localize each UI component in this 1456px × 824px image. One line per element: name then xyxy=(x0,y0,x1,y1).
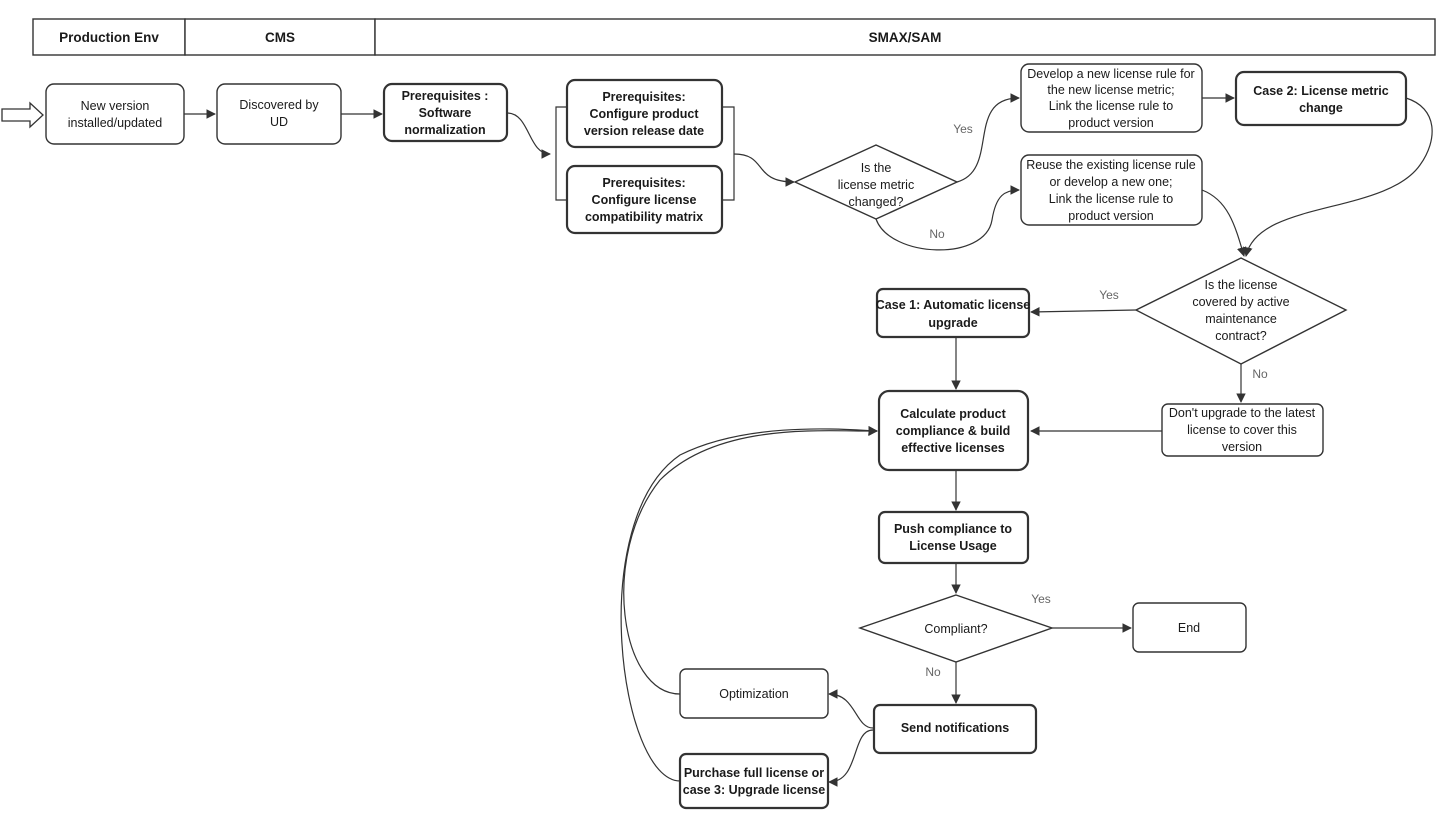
node-prereq-matrix-line2: Configure license xyxy=(592,193,697,207)
node-prereq-normalization: Prerequisites : Software normalization xyxy=(382,82,509,143)
node-prereq-normalization-line2: Software xyxy=(419,106,472,120)
node-prereq-normalization-line1: Prerequisites : xyxy=(402,89,489,103)
label-metric-no: No xyxy=(929,227,945,241)
node-develop-new-rule: Develop a new license rule for the new l… xyxy=(1020,63,1203,133)
label-covered-no: No xyxy=(1252,367,1268,381)
lane-production-env-label: Production Env xyxy=(59,30,159,45)
edge-normalization-to-prereqs xyxy=(506,112,551,159)
bracket-left xyxy=(555,106,566,201)
node-optimization-line1: Optimization xyxy=(719,687,789,701)
bracket-right xyxy=(722,106,735,201)
node-prereq-release-date: Prerequisites: Configure product version… xyxy=(565,78,724,149)
node-calculate-line3: effective licenses xyxy=(901,441,1005,455)
node-reuse-line2: or develop a new one; xyxy=(1049,175,1172,189)
node-push-line1: Push compliance to xyxy=(894,522,1012,536)
node-dont-upgrade: Don't upgrade to the latest license to c… xyxy=(1161,403,1324,457)
node-purchase-line2: case 3: Upgrade license xyxy=(683,783,825,797)
node-dont-upgrade-line3: version xyxy=(1222,440,1262,454)
node-calculate: Calculate product compliance & build eff… xyxy=(877,389,1030,472)
lane-header: Production Env CMS SMAX/SAM xyxy=(32,18,1436,56)
node-calculate-line2: compliance & build xyxy=(896,424,1011,438)
edge-notify-to-purchase xyxy=(828,729,874,787)
node-reuse-line4: product version xyxy=(1068,209,1154,223)
edge-reuse-to-covered xyxy=(1201,189,1247,257)
node-develop-line1: Develop a new license rule for xyxy=(1027,67,1194,81)
lane-smax-sam-label: SMAX/SAM xyxy=(869,30,942,45)
node-reuse-line1: Reuse the existing license rule xyxy=(1026,158,1196,172)
label-compliant-yes: Yes xyxy=(1031,592,1051,606)
node-discovered-line1: Discovered by xyxy=(239,98,319,112)
decision-metric-changed: Is the license metric changed? xyxy=(793,144,959,220)
node-optimization: Optimization xyxy=(679,668,829,719)
edges xyxy=(184,93,1433,787)
start-arrow-icon xyxy=(1,101,44,129)
decision-covered-line2: covered by active xyxy=(1192,295,1289,309)
node-send-notifications: Send notifications xyxy=(872,703,1038,755)
node-reuse-rule: Reuse the existing license rule or devel… xyxy=(1020,154,1203,226)
edge-optimization-loop xyxy=(623,426,878,695)
node-develop-line3: Link the license rule to xyxy=(1049,99,1173,113)
lane-smax-sam xyxy=(374,18,1436,56)
decision-covered-line4: contract? xyxy=(1215,329,1266,343)
node-develop-line4: product version xyxy=(1068,116,1154,130)
edge-metric-no xyxy=(875,185,1020,251)
node-discovered-line2: UD xyxy=(270,115,288,129)
node-discovered: Discovered by UD xyxy=(216,83,342,145)
node-case2-line2: change xyxy=(1299,101,1343,115)
edge-prereqs-to-decision xyxy=(733,153,795,187)
node-case2-line1: Case 2: License metric xyxy=(1253,84,1389,98)
node-develop-line2: the new license metric; xyxy=(1047,83,1174,97)
node-prereq-release-date-line3: version release date xyxy=(584,124,704,138)
node-prereq-release-date-line1: Prerequisites: xyxy=(602,90,685,104)
edge-metric-yes xyxy=(956,93,1020,183)
node-dont-upgrade-line2: license to cover this xyxy=(1187,423,1297,437)
decision-metric-line3: changed? xyxy=(849,195,904,209)
decision-covered-line1: Is the license xyxy=(1205,278,1278,292)
node-new-version-line1: New version xyxy=(81,99,150,113)
node-case1: Case 1: Automatic license upgrade xyxy=(876,287,1031,339)
decision-compliant-line1: Compliant? xyxy=(924,622,987,636)
node-reuse-line3: Link the license rule to xyxy=(1049,192,1173,206)
node-prereq-release-date-line2: Configure product xyxy=(589,107,699,121)
node-prereq-normalization-line3: normalization xyxy=(404,123,485,137)
decision-metric-line2: license metric xyxy=(838,178,914,192)
node-prereq-matrix-line3: compatibility matrix xyxy=(585,210,703,224)
node-dont-upgrade-line1: Don't upgrade to the latest xyxy=(1169,406,1316,420)
decision-covered-maintenance: Is the license covered by active mainten… xyxy=(1134,257,1348,365)
node-send-notifications-line1: Send notifications xyxy=(901,721,1009,735)
node-prereq-matrix-line1: Prerequisites: xyxy=(602,176,685,190)
node-case2: Case 2: License metric change xyxy=(1234,70,1408,127)
node-case1-line1: Case 1: Automatic license xyxy=(876,298,1031,312)
node-calculate-line1: Calculate product xyxy=(900,407,1006,421)
decision-metric-line1: Is the xyxy=(861,161,892,175)
node-push-line2: License Usage xyxy=(909,539,997,553)
label-metric-yes: Yes xyxy=(953,122,973,136)
edge-purchase-loop xyxy=(620,425,878,782)
node-new-version: New version installed/updated xyxy=(45,83,185,145)
label-compliant-no: No xyxy=(925,665,941,679)
lane-cms-label: CMS xyxy=(265,30,295,45)
label-covered-yes: Yes xyxy=(1099,288,1119,302)
edge-notify-to-optimization xyxy=(828,689,874,729)
node-end-line1: End xyxy=(1178,621,1200,635)
node-case1-line2: upgrade xyxy=(928,316,977,330)
decision-compliant: Compliant? xyxy=(857,594,1055,663)
node-push: Push compliance to License Usage xyxy=(877,510,1030,565)
node-prereq-matrix: Prerequisites: Configure license compati… xyxy=(565,164,724,235)
node-purchase: Purchase full license or case 3: Upgrade… xyxy=(678,752,830,810)
lane-cms xyxy=(184,18,376,56)
node-new-version-line2: installed/updated xyxy=(68,116,163,130)
edge-covered-yes xyxy=(1030,307,1137,317)
edge-case2-to-covered xyxy=(1243,97,1433,257)
lane-production-env xyxy=(32,18,186,56)
node-purchase-line1: Purchase full license or xyxy=(684,766,824,780)
node-end: End xyxy=(1132,602,1247,653)
decision-covered-line3: maintenance xyxy=(1205,312,1277,326)
